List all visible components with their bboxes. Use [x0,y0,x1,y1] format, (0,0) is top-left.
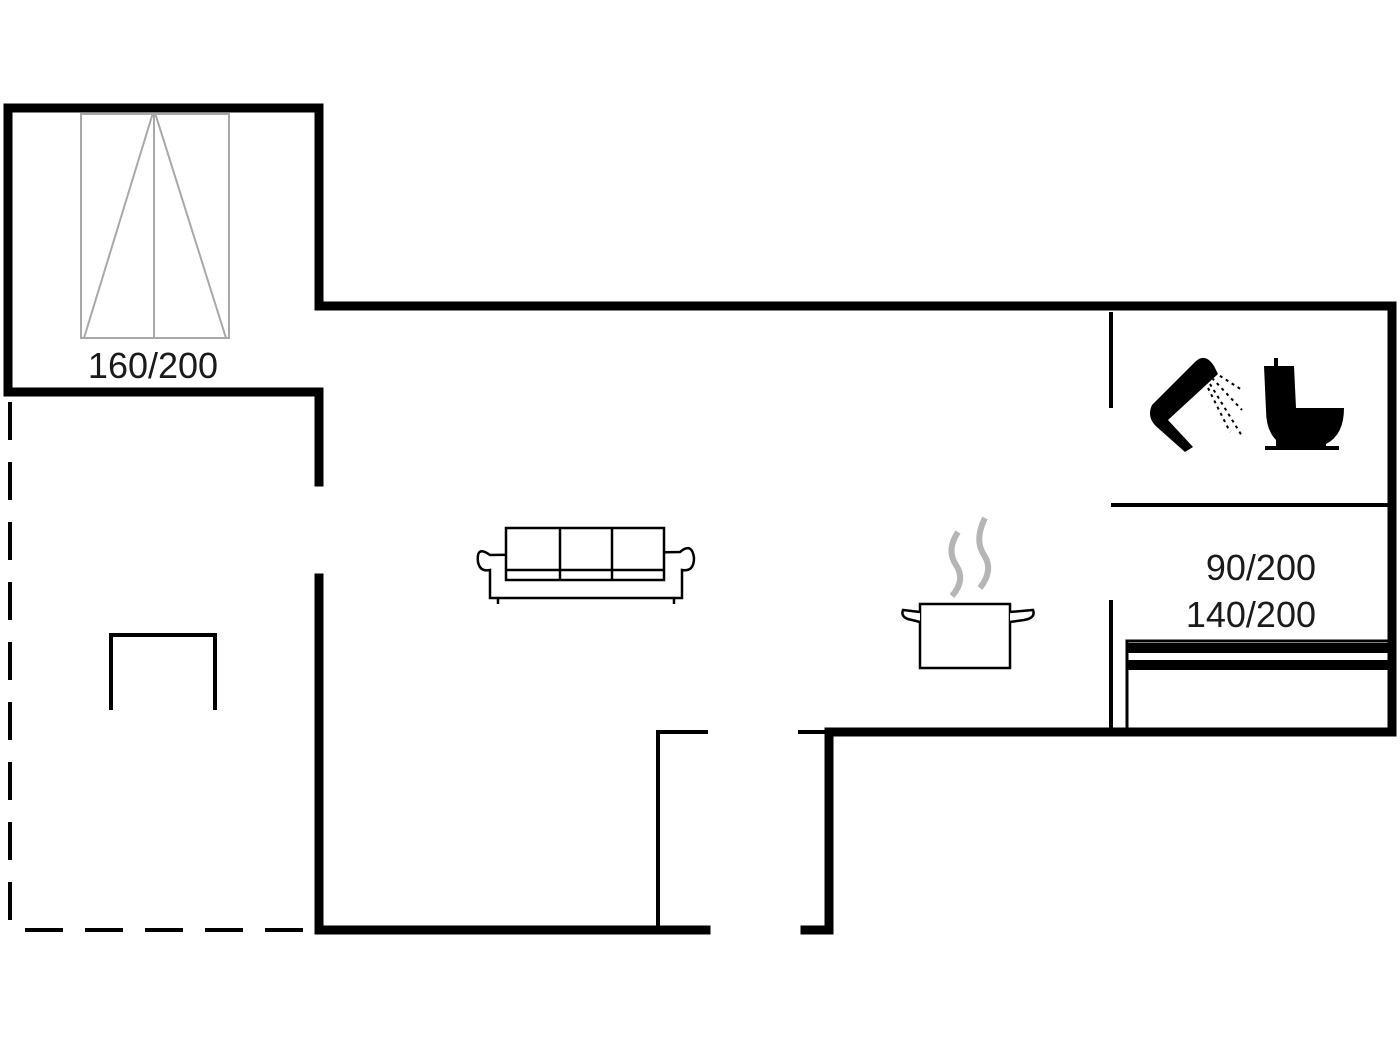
sofa-icon [476,526,696,604]
bed-icon-room-2 [1125,639,1391,732]
shower-icon [1150,357,1243,452]
living-left-wall-lower [314,573,711,935]
table-icon [109,633,217,710]
bed-size-label-1: 160/200 [88,345,218,386]
bed-size-label-3: 140/200 [1186,594,1316,635]
walls [3,103,1397,935]
double-bed-icon [80,113,230,339]
bedroom-1-walls [3,103,1397,935]
toilet-icon [1264,358,1344,450]
dashed-outline [8,402,315,932]
bed-size-label-2: 90/200 [1206,547,1316,588]
entrance-partition [656,730,708,930]
inner-walls [656,312,1392,930]
cooking-pot-icon [901,516,1035,670]
